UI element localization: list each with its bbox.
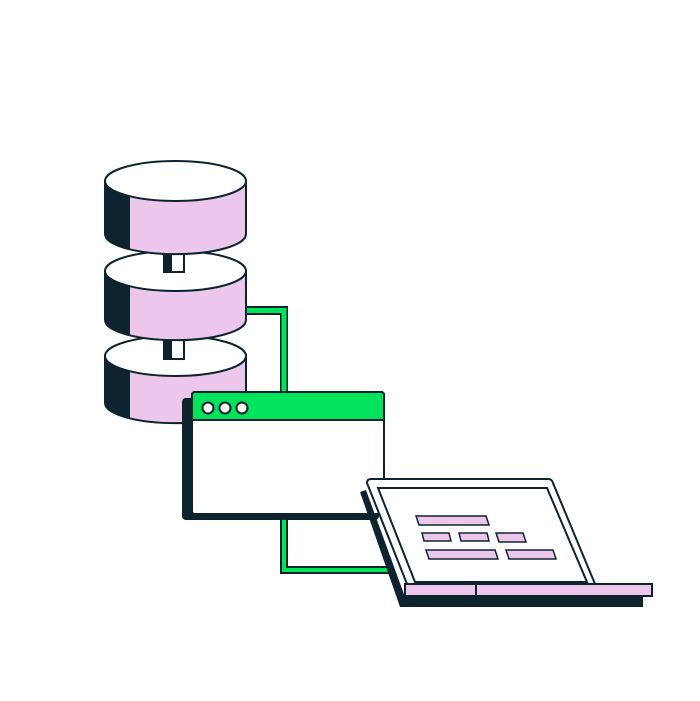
screen-bar bbox=[458, 532, 490, 542]
window-control-dot bbox=[201, 401, 215, 415]
connector-db-to-window bbox=[246, 306, 288, 393]
screen-bar bbox=[421, 532, 452, 542]
browser-window-controls bbox=[201, 401, 249, 415]
database-disk-1 bbox=[104, 160, 247, 256]
laptop-base bbox=[404, 583, 653, 597]
screen-bar bbox=[414, 515, 491, 526]
database-icon bbox=[104, 160, 247, 425]
database-spindle-2 bbox=[163, 338, 185, 360]
window-control-dot bbox=[235, 401, 249, 415]
browser-window-icon bbox=[182, 391, 385, 520]
connector-window-to-laptop bbox=[281, 519, 392, 573]
database-disk-2 bbox=[104, 250, 247, 342]
connector-lines bbox=[246, 306, 392, 574]
laptop-icon bbox=[360, 478, 653, 607]
laptop-screen-content bbox=[414, 515, 558, 560]
database-spindle-1 bbox=[163, 252, 185, 273]
screen-bar bbox=[424, 549, 500, 560]
screen-bar bbox=[504, 549, 558, 560]
window-control-dot bbox=[218, 401, 232, 415]
database-disk-3 bbox=[104, 335, 247, 425]
screen-bar bbox=[494, 532, 528, 543]
